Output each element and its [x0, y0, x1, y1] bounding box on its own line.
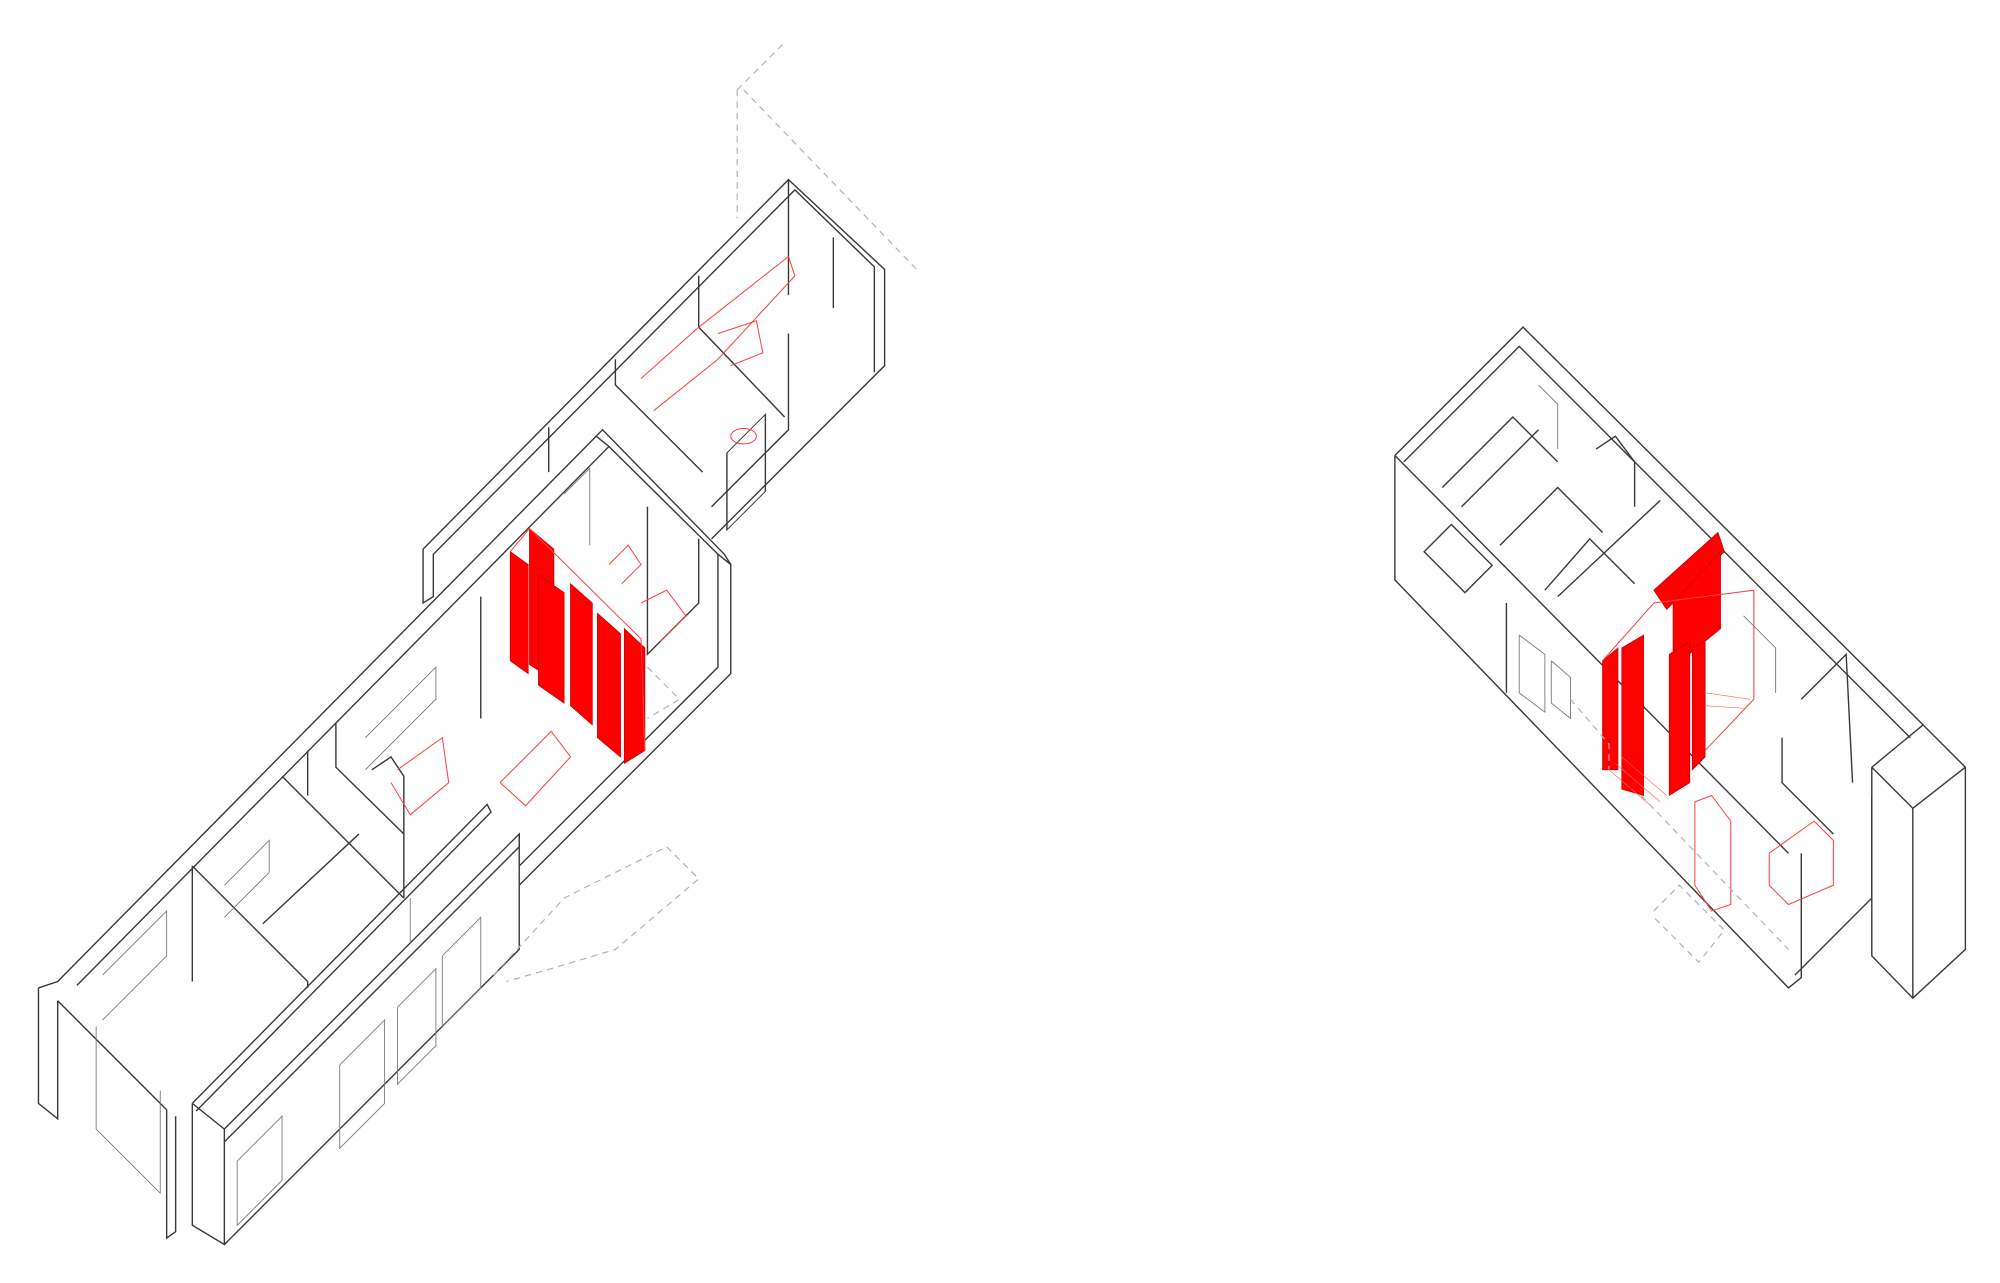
- red-furniture: [390, 255, 796, 816]
- right-building: [1394, 326, 1967, 1000]
- right-building-windows: [1518, 384, 1777, 720]
- right-building-outline: [1394, 326, 1967, 1000]
- stair-and-site-lines: [493, 41, 918, 983]
- red-partition-panels: [509, 527, 646, 765]
- right-building-interior-walls: [1423, 415, 1854, 835]
- red-hatch-floor: [1608, 692, 1751, 809]
- left-building-interior-walls: [191, 506, 700, 988]
- right-site-lines: [1570, 698, 1789, 964]
- left-building-windows: [95, 467, 591, 1227]
- red-furniture-right: [1694, 794, 1834, 912]
- left-building-outline: [37, 178, 886, 1246]
- left-building: [37, 41, 918, 1246]
- red-partition-panels-right: [1602, 531, 1755, 809]
